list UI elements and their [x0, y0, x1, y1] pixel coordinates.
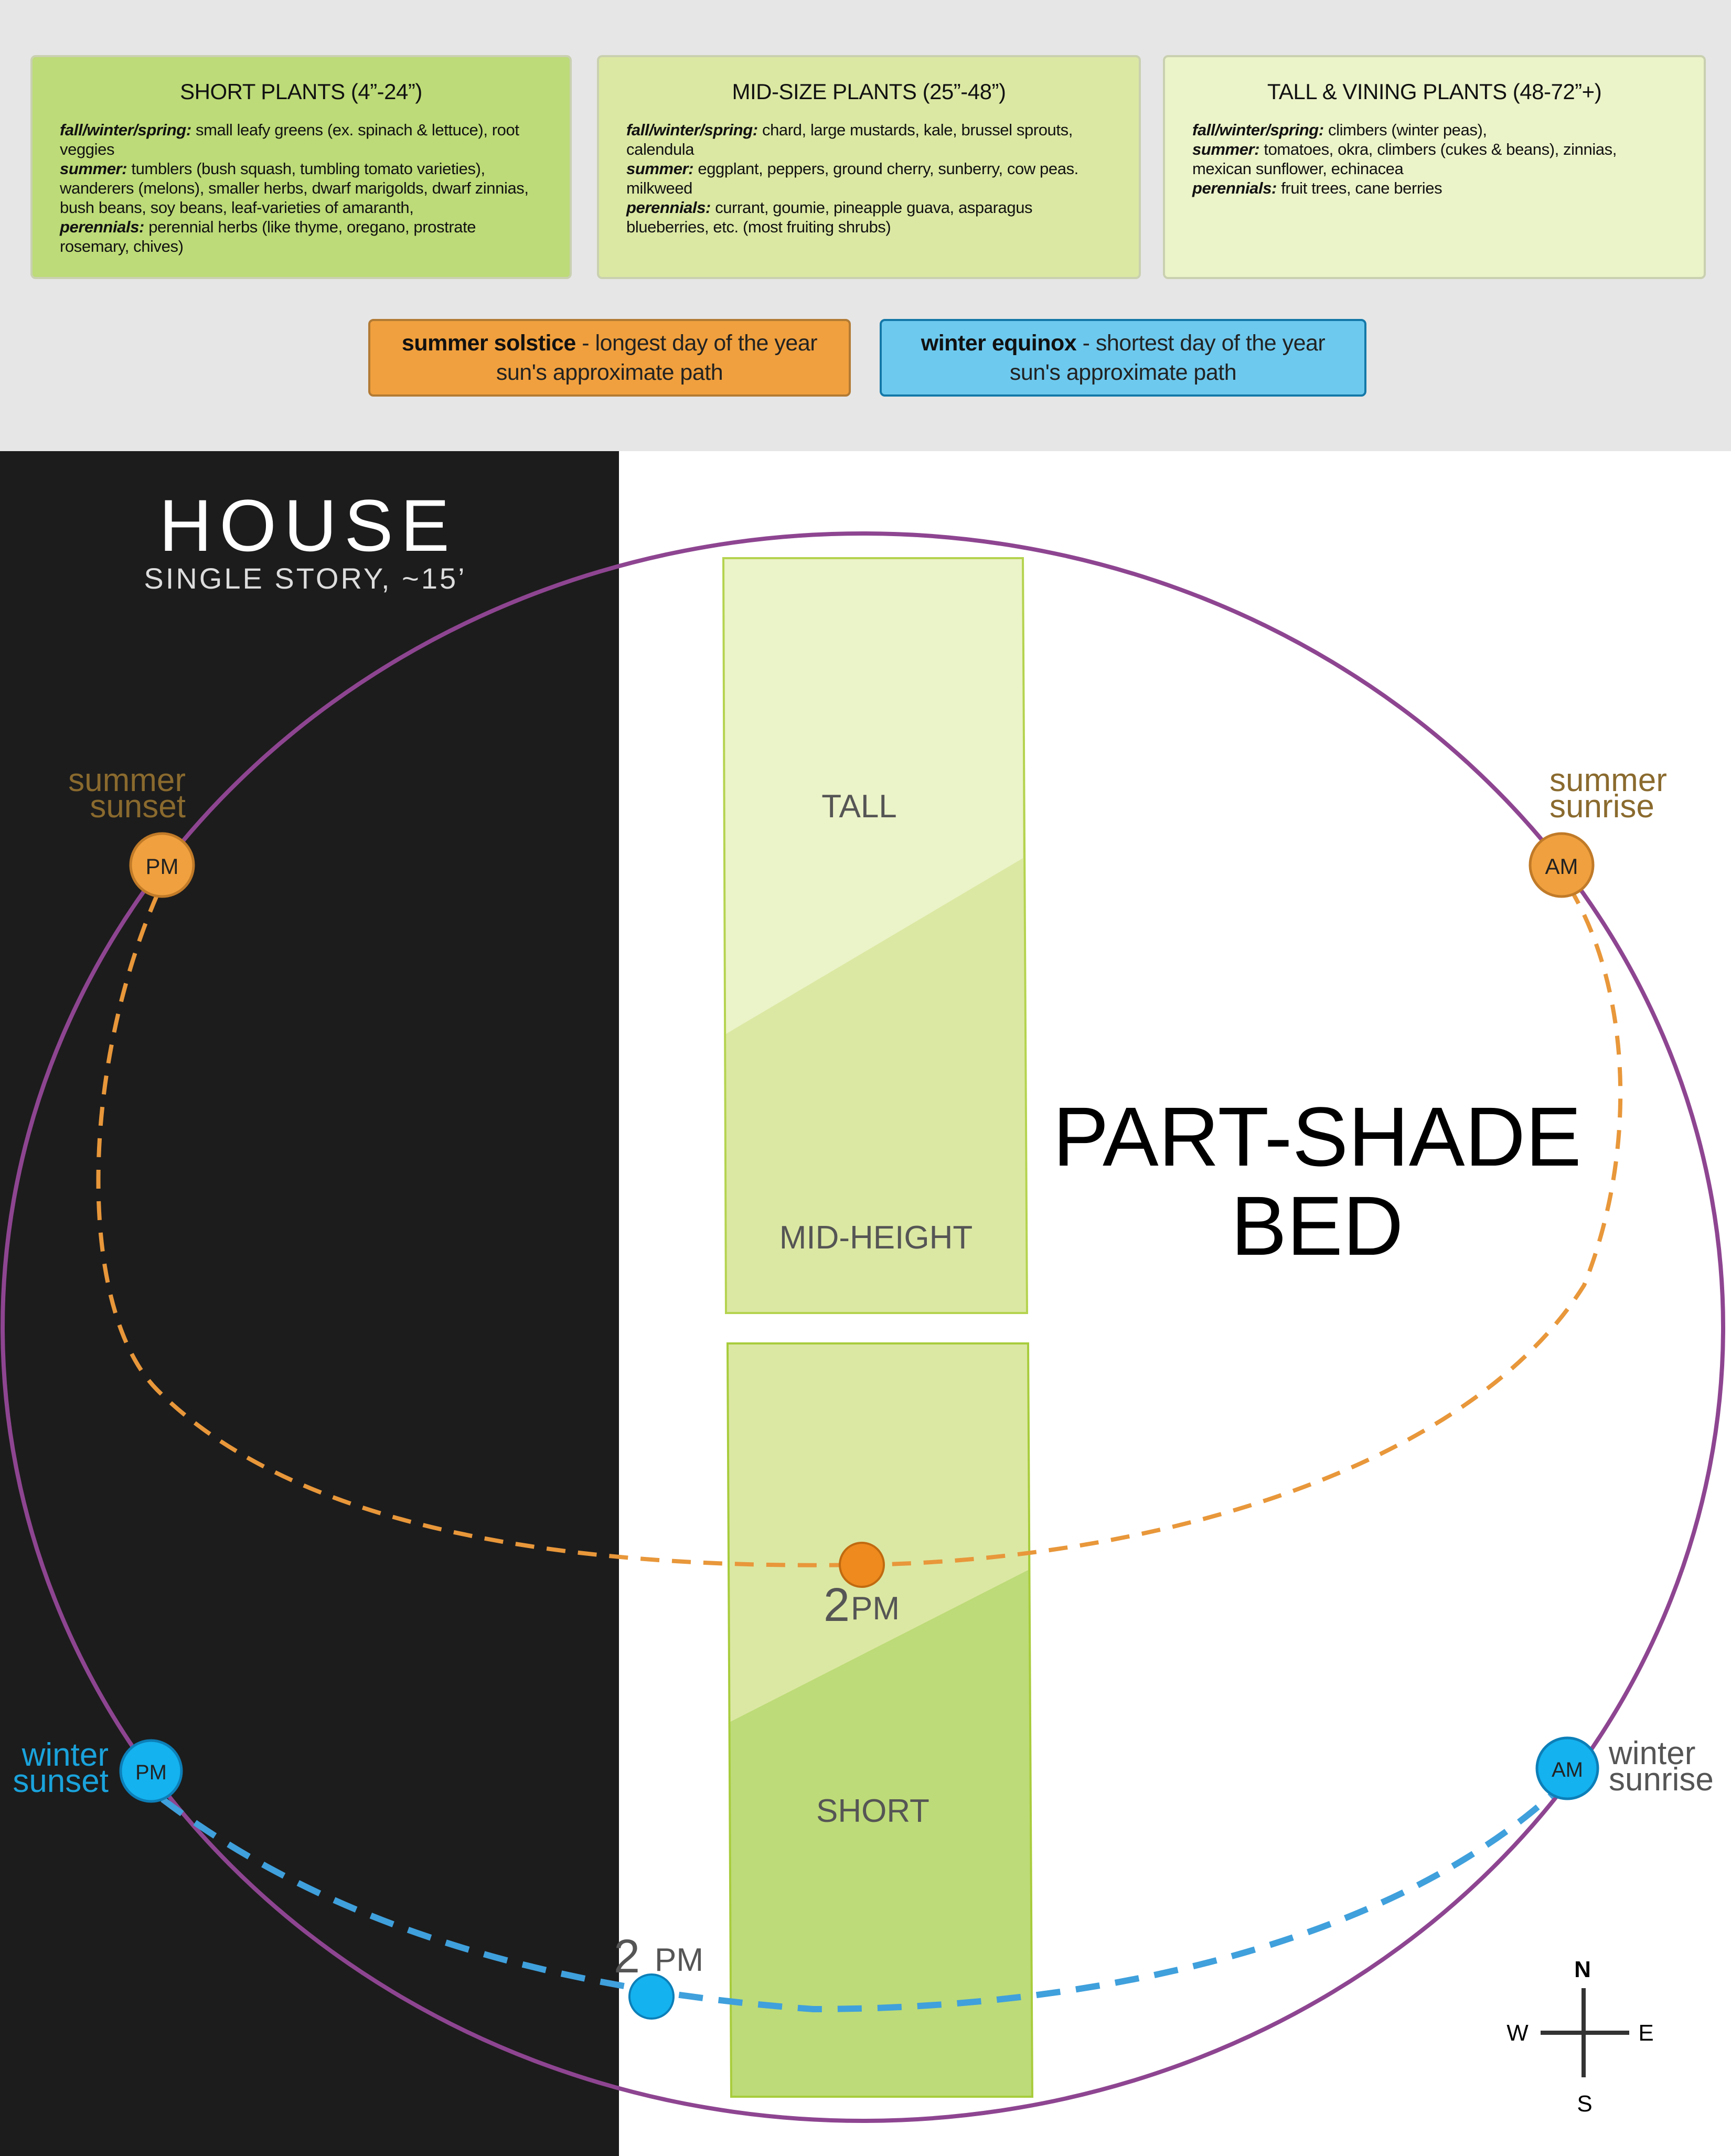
summer-sunset-marker [129, 832, 195, 898]
winter-sun-path [161, 1791, 1555, 2013]
summer-sunrise-badge: AM [1545, 854, 1578, 879]
tall-plants-box: TALL & VINING PLANTS (48-72”+) fall/wint… [1163, 55, 1706, 279]
winter-sunrise-label-1: winter [1608, 1735, 1695, 1771]
row-text: tumblers (bush squash, tumbling tomato v… [60, 159, 529, 217]
summer-2pm-marker [839, 1542, 885, 1588]
winter-2pm-num: 2 [614, 1930, 640, 1983]
summer-sunset-label-2: sunset [90, 788, 186, 825]
row-text: climbers (winter peas), [1323, 121, 1487, 139]
bed-short [726, 1342, 1034, 2098]
tall-plants-title: TALL & VINING PLANTS (48-72”+) [1267, 79, 1602, 104]
winter-sunset-label-2: sunset [13, 1763, 109, 1799]
row-text: fruit trees, cane berries [1276, 179, 1442, 197]
legend-summer-desc: - longest day of the year [575, 330, 818, 356]
zone-label-tall: TALL [821, 788, 897, 825]
summer-sunset-badge: PM [146, 854, 179, 879]
row-label: summer: [1192, 140, 1260, 158]
legend-winter-desc: - shortest day of the year [1076, 330, 1326, 356]
compass-icon: N W E S [1506, 1957, 1653, 2117]
compass-n: N [1574, 1957, 1591, 1982]
winter-sunset-label-1: winter [22, 1737, 109, 1773]
summer-sunrise-marker [1529, 832, 1595, 898]
winter-2pm-unit: PM [655, 1942, 703, 1978]
compass-s: S [1577, 2091, 1592, 2117]
row-label: fall/winter/spring: [626, 121, 758, 139]
winter-sunrise-marker [1535, 1736, 1599, 1800]
summer-sunset-label-1: summer [68, 762, 186, 798]
house-subtitle: SINGLE STORY, ~15’ [144, 562, 466, 595]
row-label: fall/winter/spring: [60, 121, 191, 139]
zone-label-short: SHORT [816, 1793, 929, 1829]
house-area [0, 451, 619, 2156]
compass-e: E [1638, 2020, 1653, 2046]
row-text: currant, goumie, pineapple guava, aspara… [626, 198, 1033, 236]
row-label: fall/winter/spring: [1192, 121, 1324, 139]
mid-plants-box: MID-SIZE PLANTS (25”-48”) fall/winter/sp… [597, 55, 1141, 279]
legend-winter: winter equinox - shortest day of the yea… [880, 319, 1366, 397]
legend-winter-line2: sun's approximate path [1009, 360, 1237, 385]
summer-2pm-unit: PM [851, 1591, 900, 1627]
row-label: summer: [60, 159, 127, 178]
winter-sunrise-label-2: sunrise [1609, 1762, 1714, 1798]
legend-summer-title: summer solstice [401, 330, 576, 356]
legend-summer-line2: sun's approximate path [496, 360, 723, 385]
row-text: tomatoes, okra, climbers (cukes & beans)… [1192, 140, 1617, 178]
short-plants-box: SHORT PLANTS (4”-24”) fall/winter/spring… [30, 55, 572, 279]
winter-2pm-marker [628, 1973, 675, 2020]
row-label: perennials: [60, 218, 144, 236]
row-text: eggplant, peppers, ground cherry, sunber… [626, 159, 1078, 197]
sky-path-ellipse [1, 531, 1725, 2123]
bed-tall-mid [722, 557, 1029, 1314]
row-text: chard, large mustards, kale, brussel spr… [626, 121, 1073, 158]
compass-w: W [1506, 2020, 1529, 2046]
short-plants-list: fall/winter/spring: small leafy greens (… [60, 120, 542, 256]
summer-2pm-num: 2 [824, 1579, 850, 1631]
winter-sunrise-badge: AM [1552, 1758, 1583, 1781]
bed-title-line2: BED [1231, 1179, 1404, 1273]
legend-winter-title: winter equinox [921, 330, 1077, 356]
bed-title-line1: PART-SHADE [1053, 1090, 1582, 1183]
row-text: small leafy greens (ex. spinach & lettuc… [60, 121, 519, 158]
summer-sunrise-label-1: summer [1550, 762, 1667, 798]
tall-plants-list: fall/winter/spring: climbers (winter pea… [1192, 120, 1676, 198]
row-label: summer: [626, 159, 694, 178]
winter-sunset-badge: PM [135, 1761, 167, 1784]
short-plants-title: SHORT PLANTS (4”-24”) [180, 79, 422, 104]
summer-sunrise-label-2: sunrise [1550, 788, 1654, 825]
zone-label-mid: MID-HEIGHT [779, 1220, 973, 1256]
row-label: perennials: [1192, 179, 1277, 197]
row-text: perennial herbs (like thyme, oregano, pr… [60, 218, 476, 255]
winter-sunset-marker [119, 1739, 183, 1803]
house-title: HOUSE [159, 484, 457, 567]
mid-plants-list: fall/winter/spring: chard, large mustard… [626, 120, 1112, 237]
legend-summer: summer solstice - longest day of the yea… [368, 319, 851, 397]
row-label: perennials: [626, 198, 711, 217]
mid-plants-title: MID-SIZE PLANTS (25”-48”) [732, 79, 1006, 104]
